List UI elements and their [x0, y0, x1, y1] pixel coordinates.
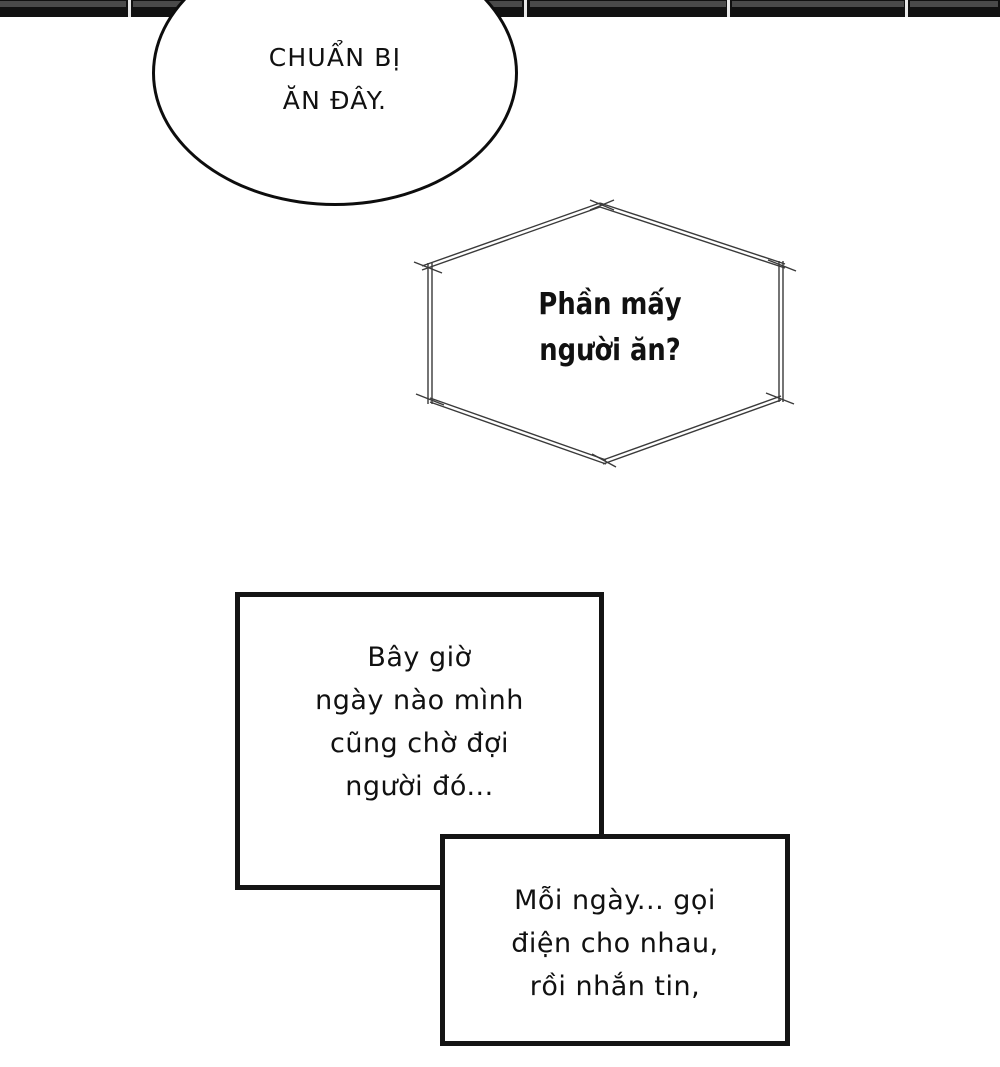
art-highlight	[0, 1, 126, 7]
speech-balloon-hexagon	[400, 190, 810, 480]
speech-balloon-oval	[152, 0, 518, 206]
art-divider	[905, 0, 908, 17]
hexagon-outline-svg	[413, 199, 797, 468]
narration-line: cũng chờ đợi	[329, 728, 509, 759]
narration-box-lower-text: Mỗi ngày... gọi điện cho nhau, rồi nhắn …	[440, 879, 790, 1008]
art-highlight	[530, 1, 726, 7]
art-highlight	[910, 1, 998, 7]
balloon-line: ĂN ĐÂY.	[282, 86, 388, 115]
narration-line: người đó...	[345, 771, 494, 802]
narration-line: rồi nhắn tin,	[529, 971, 701, 1002]
balloon-line: CHUẨN BỊ	[268, 43, 402, 72]
speech-balloon-oval-text: CHUẨN BỊ ĂN ĐÂY.	[152, 36, 518, 122]
art-divider	[524, 0, 527, 17]
art-highlight	[732, 1, 904, 7]
art-divider	[727, 0, 730, 17]
background-art-strip	[0, 0, 1000, 17]
narration-line: Bây giờ	[367, 642, 472, 673]
box-seam-mask	[445, 839, 600, 887]
narration-line: Mỗi ngày... gọi	[514, 885, 716, 916]
narration-line: ngày nào mình	[315, 685, 524, 716]
narration-box-upper-text: Bây giờ ngày nào mình cũng chờ đợi người…	[235, 636, 604, 808]
art-divider	[128, 0, 131, 17]
balloon-line: Phần mấy	[538, 287, 682, 322]
narration-line: điện cho nhau,	[511, 928, 719, 959]
speech-balloon-hexagon-text: Phần mấy người ăn?	[490, 282, 731, 374]
balloon-line: người ăn?	[539, 333, 681, 368]
